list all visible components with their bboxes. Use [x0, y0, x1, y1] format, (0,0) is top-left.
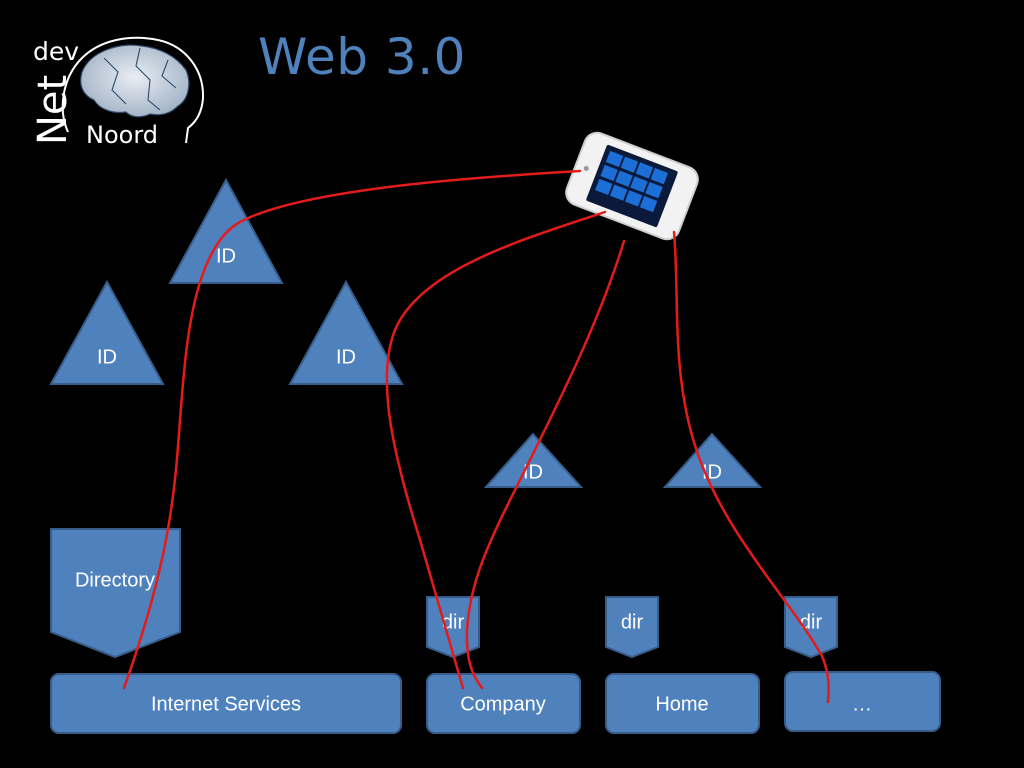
base-internet-services: Internet Services [50, 673, 402, 734]
identity-triangle: ID [288, 279, 404, 385]
connection-line [672, 230, 830, 704]
base-company: Company [426, 673, 581, 734]
base-label: Company [460, 693, 546, 715]
dir-label: dir [800, 611, 823, 633]
devnet-noord-logo: dev Net Noord [30, 36, 205, 149]
directory-label: Directory [75, 569, 155, 591]
dir-shape: dir [426, 596, 480, 659]
dir-label: dir [442, 611, 465, 633]
slide-title: Web 3.0 [258, 28, 466, 86]
identity-label: ID [336, 346, 356, 368]
identity-label: ID [216, 245, 236, 267]
smartphone-icon [565, 131, 699, 241]
identity-label: ID [523, 461, 543, 483]
logo-text-net: Net [30, 75, 76, 145]
logo-text-dev: dev [33, 37, 79, 66]
identity-triangle: ID [483, 432, 584, 488]
connection-line [385, 210, 607, 690]
logo-brain-icon [80, 44, 190, 118]
identity-label: ID [97, 346, 117, 368]
connection-line [122, 169, 582, 690]
base-home: Home [605, 673, 760, 734]
identity-triangle: ID [49, 279, 165, 385]
identity-triangle: ID [662, 432, 763, 488]
logo-head-outline-icon [61, 36, 205, 144]
logo-brain-map-lines-icon [103, 47, 177, 111]
directory-shape: Directory [50, 528, 181, 659]
base-label: Home [655, 693, 708, 715]
base-more: … [784, 671, 941, 732]
dir-label: dir [621, 611, 644, 633]
dir-shape: dir [784, 596, 838, 659]
base-label: Internet Services [151, 693, 301, 715]
connection-line [465, 239, 626, 690]
base-label: … [852, 693, 872, 715]
dir-shape: dir [605, 596, 659, 659]
logo-text-noord: Noord [86, 121, 158, 149]
